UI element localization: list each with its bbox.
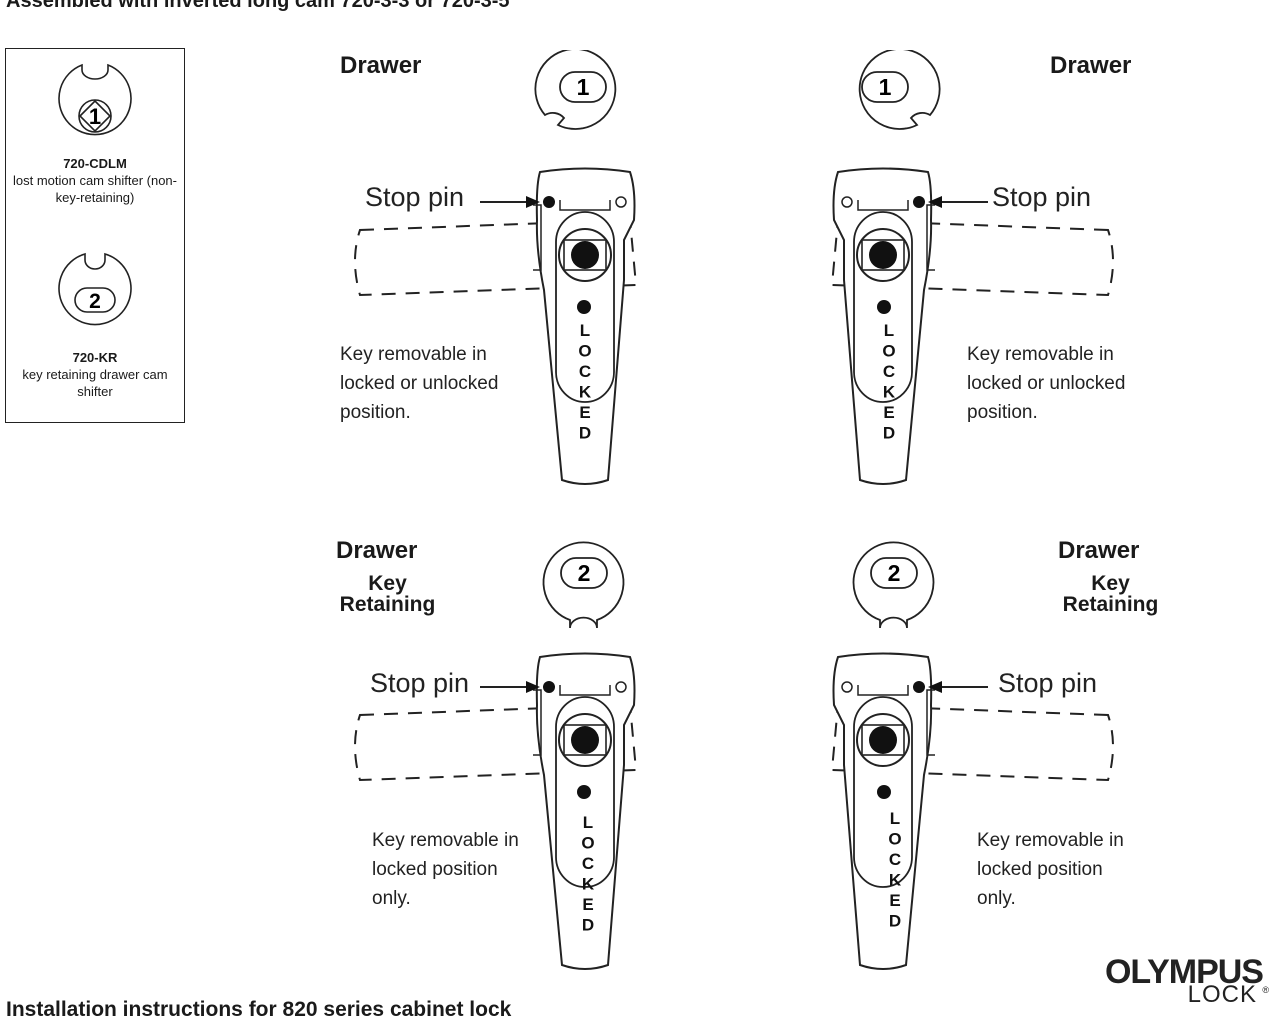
panel-3-stop-pin-label: Stop pin [370,668,470,698]
panel-4-shifter-number: 2 [888,560,901,586]
legend-item-1-label: 720-CDLM lost motion cam shifter (non-ke… [5,155,185,206]
panel-2-heading: Drawer [1050,52,1132,79]
panel-1-stop-pin-label: Stop pin [365,182,465,212]
panel-4-shifter-icon: 2 [852,541,935,629]
panel-2-stop-pin-label: Stop pin [992,182,1092,212]
panel-3-note: Key removable in locked position only. [372,830,519,909]
cam-shifter-2-icon: 2 [58,252,132,326]
panel-1-note: Key removable in locked or unlocked posi… [340,344,499,423]
brand-name: OLYMPUS [1104,953,1264,991]
legend-number-1: 1 [89,104,101,129]
panel-4-note: Key removable in locked position only. [977,830,1124,909]
panel-4-lock-diagram [830,652,1114,970]
panel-1-shifter-icon: 1 [534,50,617,130]
legend-item-2-desc: key retaining drawer cam shifter [22,367,168,399]
legend-item-1-desc: lost motion cam shifter (non-key-retaini… [12,173,177,205]
legend-box [5,48,185,423]
legend-item-1-code: 720-CDLM [63,156,127,171]
panel-3-shifter-icon: 2 [542,541,625,629]
brand-logo: OLYMPUS LOCK [1104,953,1264,1008]
cam-shifter-1-icon: 1 [58,63,132,136]
panel-2-lock-diagram [830,167,1114,485]
panel-2-shifter-icon: 1 [858,50,941,130]
panel-1-lock-diagram [354,167,638,485]
legend-number-2: 2 [89,290,101,313]
panel-3-shifter-number: 2 [578,560,591,586]
panel-3-lock-diagram [354,652,638,970]
panel-1-heading: Drawer [340,52,422,79]
panel-4-stop-pin-label: Stop pin [998,668,1098,698]
panel-1-shifter-number: 1 [577,74,590,100]
panel-3-subheading: Key Retaining [339,572,436,616]
panel-2-shifter-number: 1 [879,74,892,100]
page-title: Assembled with inverted long cam 720-3-3… [6,0,510,12]
legend-item-2-code: 720-KR [72,350,118,365]
panel-3-heading: Drawer [336,537,418,564]
panel-4-subheading: Key Retaining [1062,572,1159,616]
panel-2-note: Key removable in locked or unlocked posi… [967,344,1126,423]
registered-mark: ® [1262,985,1269,995]
legend-item-2-label: 720-KR key retaining drawer cam shifter [5,349,185,400]
footer-title: Installation instructions for 820 series… [6,998,512,1021]
brand-sub: LOCK [1187,981,1257,1008]
panel-4-heading: Drawer [1058,537,1140,564]
